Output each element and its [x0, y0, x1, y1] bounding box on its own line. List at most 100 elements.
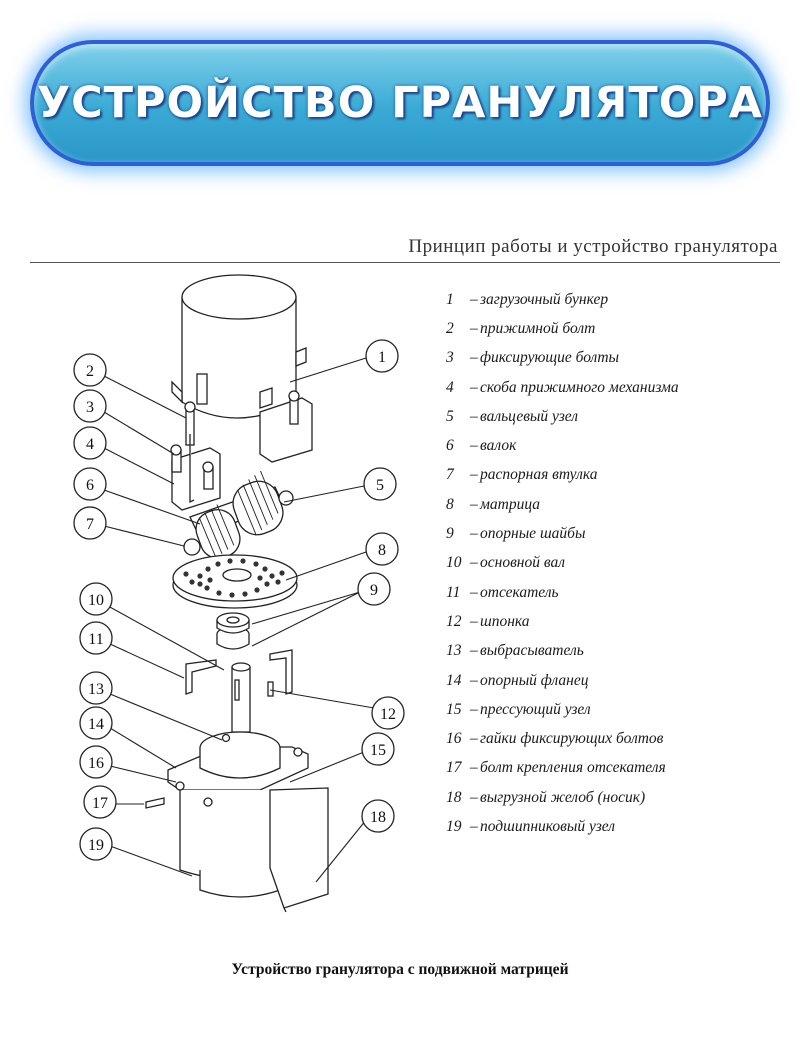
legend-number: 5	[446, 407, 454, 425]
legend-item: 7– распорная втулка	[440, 461, 780, 490]
callout-12	[371, 696, 405, 730]
callout-17	[83, 785, 117, 819]
legend-number: 8	[446, 495, 454, 513]
legend-item: 9– опорные шайбы	[440, 519, 780, 548]
callout-label-11: 11	[88, 631, 103, 648]
legend-number: 11	[446, 583, 461, 601]
legend-number: 12	[446, 612, 462, 630]
callout-label-7: 7	[86, 516, 94, 533]
legend-item: 16– гайки фиксирующих болтов	[440, 724, 780, 753]
legend-text: выгрузной желоб (носик)	[480, 788, 646, 806]
legend-number: 18	[446, 788, 462, 806]
legend-number: 9	[446, 525, 454, 543]
legend-number: 13	[446, 642, 462, 660]
callout-label-2: 2	[86, 363, 94, 380]
callout-4	[73, 426, 107, 460]
legend-number: 19	[446, 817, 462, 835]
callout-14	[79, 706, 113, 740]
figure-caption: Устройство гранулятора с подвижной матри…	[231, 961, 569, 978]
legend-text: фиксирующие болты	[480, 349, 620, 367]
legend-item: 2– прижимной болт	[440, 314, 780, 343]
callout-11	[79, 621, 113, 655]
legend-item: 17– болт крепления отсекателя	[440, 754, 780, 783]
legend-text: гайки фиксирующих болтов	[480, 730, 664, 748]
callout-18	[361, 799, 395, 833]
callout-label-17: 17	[92, 795, 108, 812]
callout-9	[357, 572, 391, 606]
legend-item: 10– основной вал	[440, 549, 780, 578]
legend-text: валок	[480, 437, 517, 455]
legend-number: 2	[446, 319, 454, 337]
callout-label-12: 12	[380, 706, 396, 723]
legend-text: скоба прижимного механизма	[480, 378, 679, 396]
right-bracket-drawing	[259, 390, 313, 463]
callout-10	[79, 582, 113, 616]
clamp-drawing	[170, 401, 221, 511]
callout-5	[363, 467, 397, 501]
callout-13	[79, 671, 113, 705]
callout-label-1: 1	[378, 349, 386, 366]
legend-number: 6	[446, 437, 454, 455]
title-banner: УСТРОЙСТВО ГРАНУЛЯТОРА	[30, 40, 770, 166]
parts-legend: 1– загрузочный бункер 2– прижимной болт …	[440, 285, 780, 842]
legend-text: опорный фланец	[480, 671, 589, 689]
legend-item: 15– прессующий узел	[440, 695, 780, 724]
cutters-drawing	[185, 649, 293, 697]
legend-text: вальцевый узел	[480, 407, 579, 425]
callout-8	[365, 532, 399, 566]
legend-item: 11– отсекатель	[440, 578, 780, 607]
legend-number: 4	[446, 378, 454, 396]
legend-item: 12– шпонка	[440, 607, 780, 636]
legend-item: 6– валок	[440, 431, 780, 460]
callout-label-3: 3	[86, 399, 94, 416]
legend-text: выбрасыватель	[480, 642, 584, 660]
legend-item: 3– фиксирующие болты	[440, 344, 780, 373]
callout-label-5: 5	[376, 477, 384, 494]
callout-15	[361, 732, 395, 766]
legend-item: 1– загрузочный бункер	[440, 285, 780, 314]
legend-number: 16	[446, 730, 462, 748]
callout-19	[79, 827, 113, 861]
callout-6	[73, 467, 107, 501]
roller-assembly-drawing	[183, 470, 294, 559]
legend-item: 19– подшипниковый узел	[440, 812, 780, 841]
callout-label-15: 15	[370, 742, 386, 759]
legend-text: подшипниковый узел	[480, 817, 616, 835]
legend-item: 13– выбрасыватель	[440, 637, 780, 666]
granulator-diagram: 1 2 3 4 5 6 7 8 9 10 11 12 13 14 15 16 1…	[60, 262, 430, 922]
legend-text: матрица	[480, 495, 541, 513]
legend-text: прессующий узел	[480, 700, 591, 718]
legend-item: 5– вальцевый узел	[440, 402, 780, 431]
banner-title: УСТРОЙСТВО ГРАНУЛЯТОРА	[36, 78, 764, 128]
legend-text: отсекатель	[480, 583, 559, 601]
callout-label-10: 10	[88, 592, 104, 609]
legend-item: 4– скоба прижимного механизма	[440, 373, 780, 402]
legend-text: прижимной болт	[480, 319, 596, 337]
callout-3	[73, 389, 107, 423]
callout-label-13: 13	[88, 681, 104, 698]
die-drawing	[172, 554, 298, 609]
callout-label-19: 19	[88, 837, 104, 854]
legend-text: распорная втулка	[480, 466, 598, 484]
callout-label-8: 8	[378, 542, 386, 559]
legend-text: шпонка	[480, 612, 530, 630]
legend-item: 8– матрица	[440, 490, 780, 519]
callout-16	[79, 745, 113, 779]
legend-text: опорные шайбы	[480, 525, 586, 543]
header-rule	[30, 262, 780, 263]
washers-drawing	[216, 612, 250, 650]
legend-text: основной вал	[480, 554, 565, 572]
legend-item: 14– опорный фланец	[440, 666, 780, 695]
legend-number: 14	[446, 671, 462, 689]
callout-label-16: 16	[88, 755, 104, 772]
legend-number: 15	[446, 700, 462, 718]
callout-1	[365, 339, 399, 373]
legend-item: 18– выгрузной желоб (носик)	[440, 783, 780, 812]
callout-label-4: 4	[86, 436, 94, 453]
callout-7	[73, 506, 107, 540]
callout-label-6: 6	[86, 477, 94, 494]
shaft-drawing	[231, 662, 251, 733]
callout-label-9: 9	[370, 582, 378, 599]
legend-number: 10	[446, 554, 462, 572]
legend-number: 1	[446, 290, 454, 308]
